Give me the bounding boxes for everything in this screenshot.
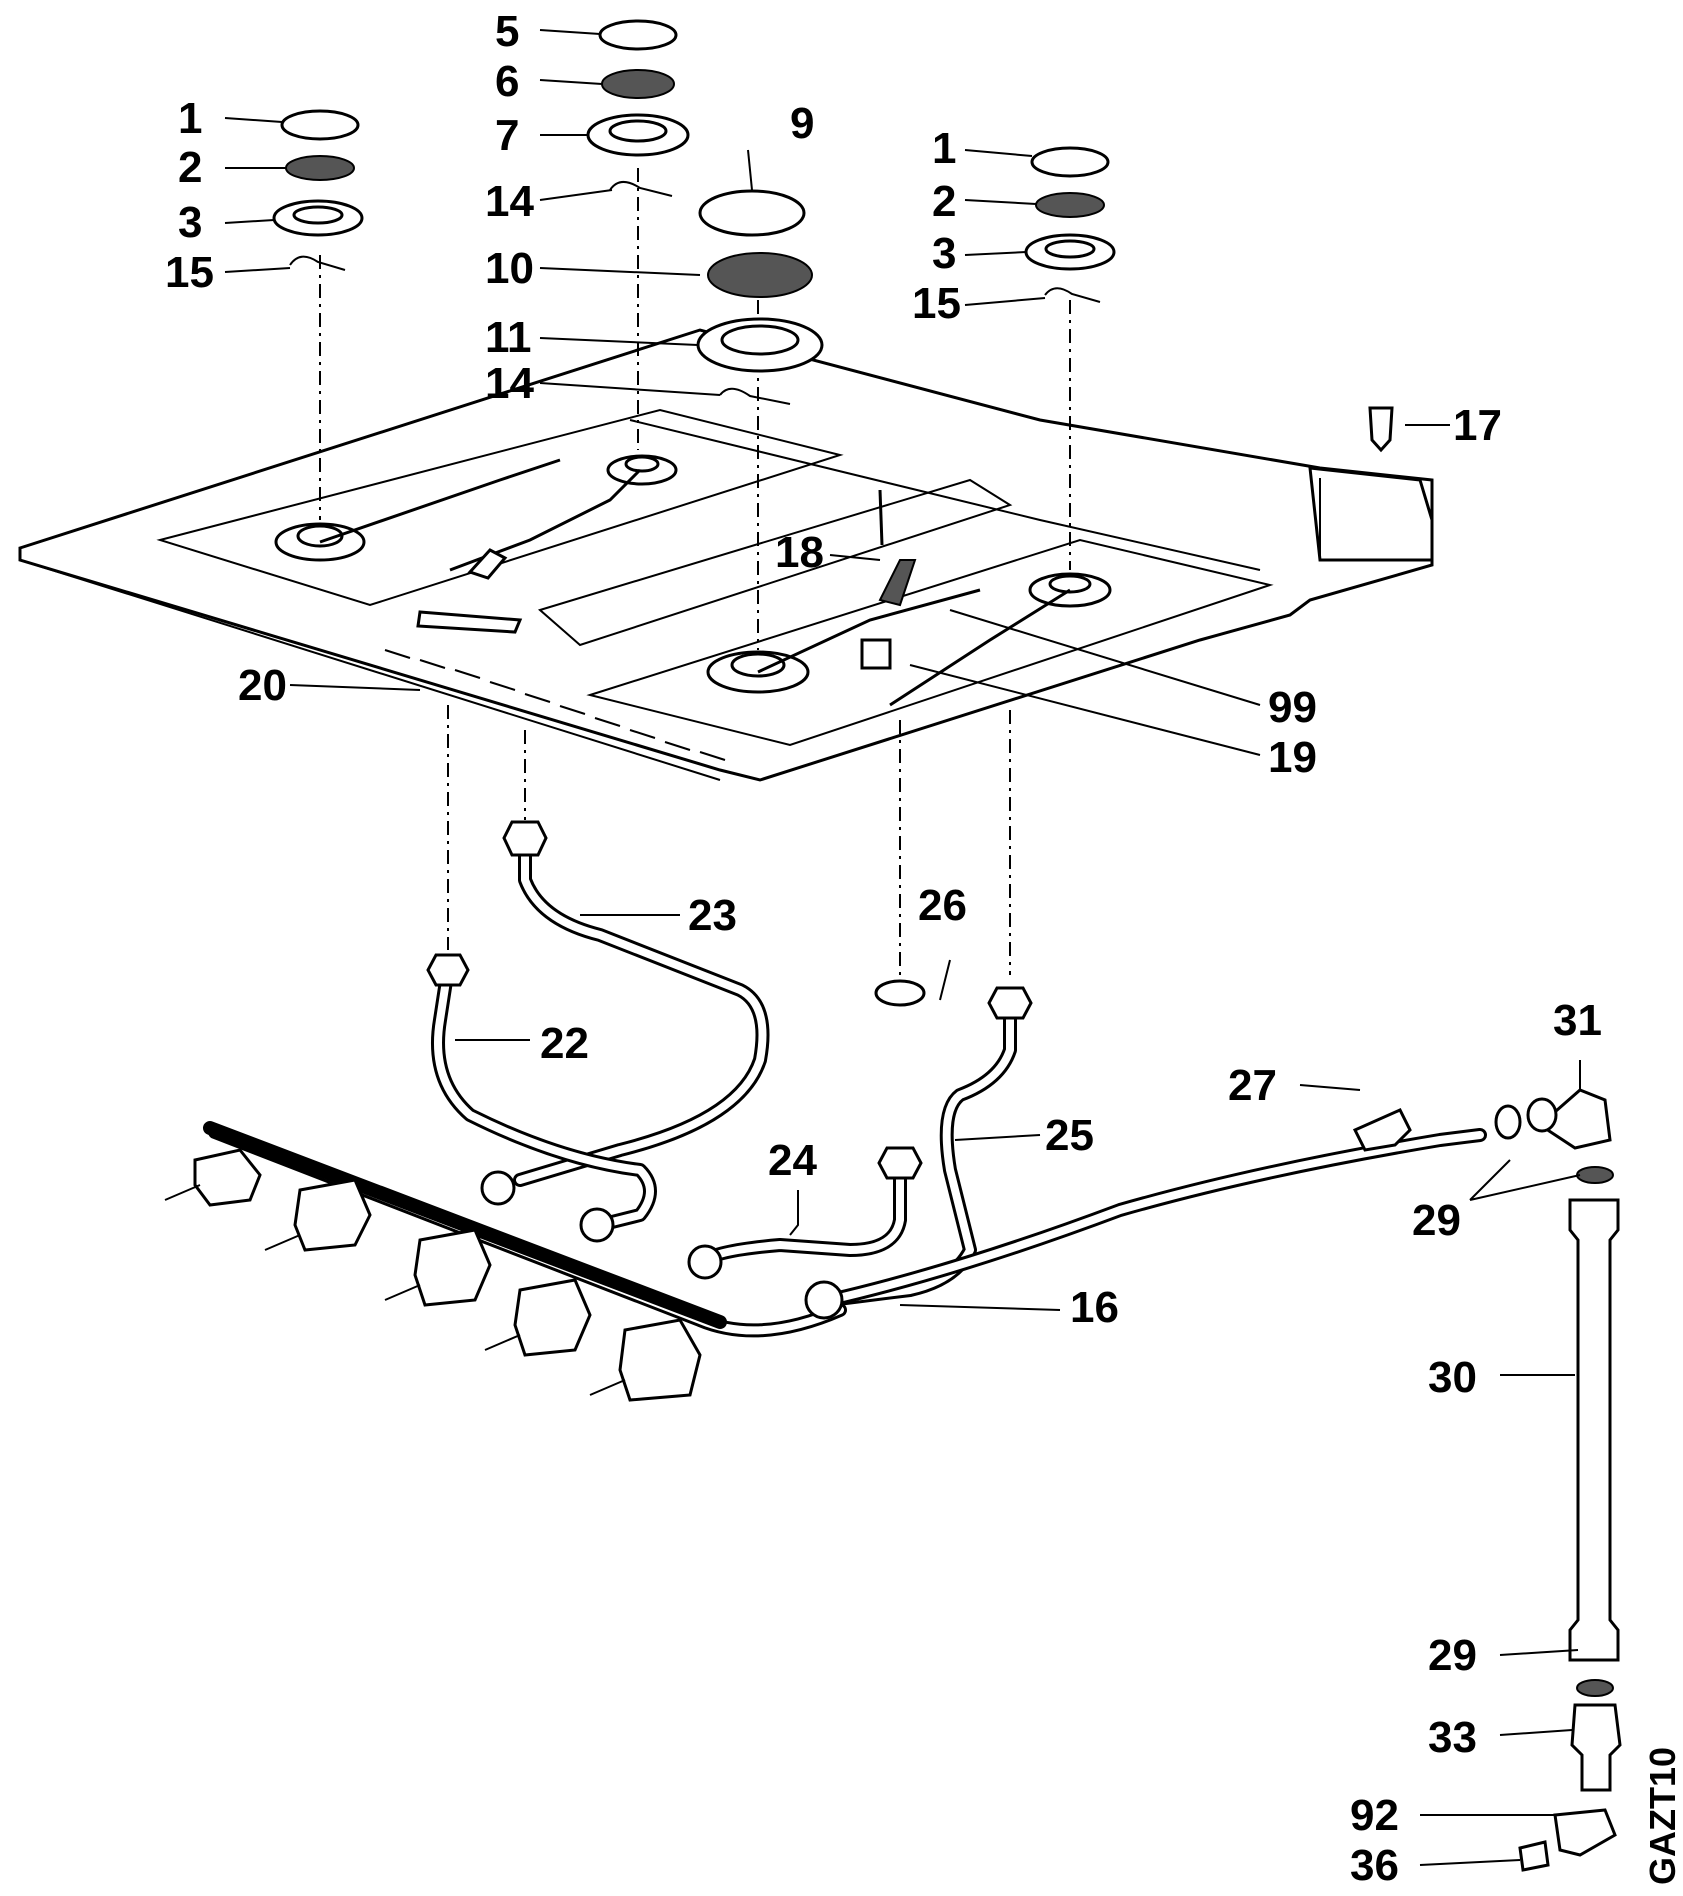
label-24: 24 [768,1136,817,1185]
burner-center-large-stack [696,189,824,405]
label-92: 92 [1350,1791,1399,1840]
label-2-left: 2 [178,143,202,192]
label-36: 36 [1350,1841,1399,1890]
label-20: 20 [238,661,287,710]
label-22: 22 [540,1019,589,1068]
part-18-screw [878,489,884,546]
tap-manifold [164,1121,727,1402]
label-17: 17 [1453,401,1502,450]
label-14-top: 14 [485,177,534,226]
label-5: 5 [495,7,519,56]
label-6: 6 [495,57,519,106]
label-10: 10 [485,244,534,293]
part-17 [1368,406,1394,453]
label-33: 33 [1428,1713,1477,1762]
label-7: 7 [495,111,519,160]
label-23: 23 [688,891,737,940]
leader-lines [224,29,1581,1866]
label-9: 9 [790,99,814,148]
label-11: 11 [485,313,532,362]
label-29-upper: 29 [1412,1196,1461,1245]
label-26: 26 [918,881,967,930]
label-15-right: 15 [912,279,961,328]
burner-center-small-stack [586,19,690,197]
hob-plate [18,328,1434,782]
label-15-left: 15 [165,248,214,297]
label-2-right: 2 [932,177,956,226]
label-16: 16 [1070,1283,1119,1332]
label-99: 99 [1268,683,1317,732]
label-25: 25 [1045,1111,1094,1160]
label-27: 27 [1228,1061,1277,1110]
diagram-code: GAZT10 [1642,1747,1683,1885]
gas-pipes [208,820,1622,1872]
label-3-right: 3 [932,229,956,278]
label-30: 30 [1428,1353,1477,1402]
label-19: 19 [1268,733,1317,782]
burner-left-stack [272,109,364,271]
burner-right-stack [1024,146,1116,303]
callout-labels: 1 2 3 15 5 6 7 14 9 10 11 14 1 2 3 15 17… [165,7,1683,1890]
label-1-left: 1 [178,94,202,143]
label-31: 31 [1553,996,1602,1045]
label-18: 18 [775,528,824,577]
label-14-lower: 14 [485,359,534,408]
label-3-left: 3 [178,198,202,247]
label-29-lower: 29 [1428,1631,1477,1680]
label-1-right: 1 [932,124,956,173]
